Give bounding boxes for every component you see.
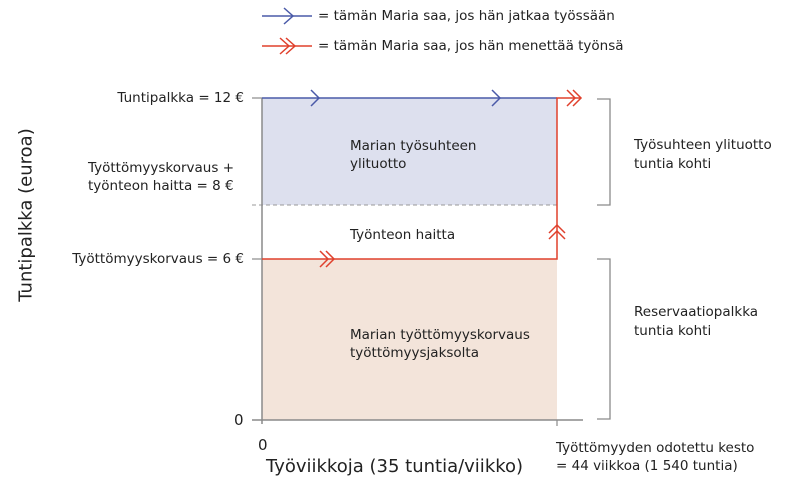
y-tick-8-line1: Työttömyyskorvaus +: [88, 160, 235, 176]
disutility-label: Työnteon haitta: [350, 227, 456, 243]
surplus-bracket-label-line1: Työsuhteen ylituotto: [634, 137, 772, 153]
benefit-label-line2: työttömyysjaksolta: [350, 345, 480, 361]
surplus-label-line2: ylituotto: [350, 156, 407, 172]
y-tick-wage: Tuntipalkka = 12 €: [117, 90, 244, 106]
x-tick-duration-line2: = 44 viikkoa (1 540 tuntia): [556, 458, 738, 474]
reservation-bracket-label-line2: tuntia kohti: [634, 323, 712, 339]
surplus-label-line1: Marian työsuhteen: [350, 138, 477, 154]
x-tick-duration-line1: Työttömyyden odotettu kesto: [556, 440, 755, 456]
blue-wage-line: [262, 89, 557, 107]
surplus-bracket-label-line2: tuntia kohti: [634, 156, 712, 172]
single-arrow-blue-icon: [262, 7, 312, 25]
double-arrow-red-icon: [262, 37, 312, 55]
legend-continue-text: = tämän Maria saa, jos hän jatkaa työssä…: [318, 8, 615, 24]
x-axis-label: Työviikkoja (35 tuntia/viikko): [266, 456, 524, 477]
reservation-bracket: [597, 258, 611, 420]
benefit-region: [262, 259, 557, 420]
y-tick-benefit: Työttömyyskorvaus = 6 €: [72, 251, 244, 267]
benefit-label-line1: Marian työttömyyskorvaus: [350, 327, 530, 343]
surplus-bracket: [597, 98, 611, 206]
reservation-bracket-label-line1: Reservaatiopalkka: [634, 304, 759, 320]
x-tick-zero: 0: [258, 436, 268, 454]
red-benefit-path: [262, 89, 583, 268]
y-axis-label: Tuntipalkka (euroa): [15, 128, 37, 302]
y-tick-8-line2: työnteon haitta = 8 €: [88, 178, 234, 194]
surplus-region: [262, 98, 557, 205]
y-tick-zero: 0: [234, 411, 244, 429]
legend-lose-text: = tämän Maria saa, jos hän menettää työn…: [318, 38, 624, 54]
